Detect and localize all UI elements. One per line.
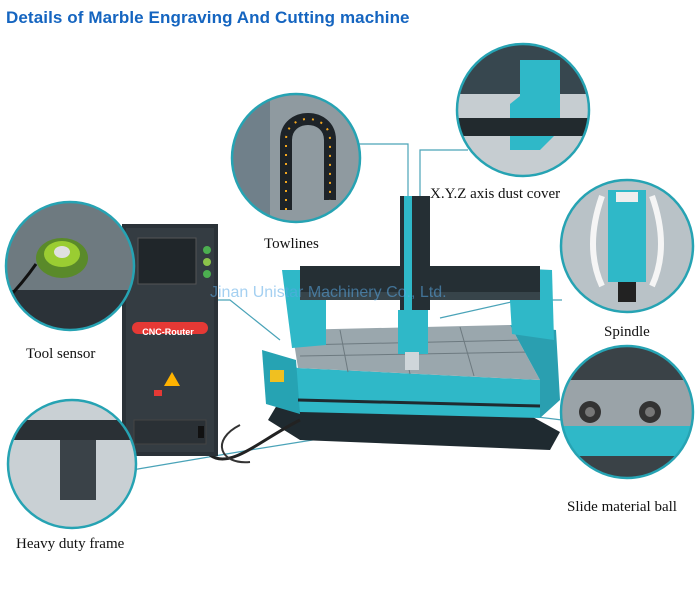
frame-detail bbox=[6, 398, 138, 530]
machine-body bbox=[209, 196, 560, 464]
cabinet-label: CNC-Router bbox=[142, 327, 194, 337]
callout-towlines: Towlines bbox=[264, 236, 319, 252]
spindle-detail bbox=[559, 178, 695, 314]
control-cabinet bbox=[122, 224, 218, 456]
slide-ball-detail bbox=[559, 344, 695, 480]
towlines-detail bbox=[230, 92, 362, 224]
page-title: Details of Marble Engraving And Cutting … bbox=[6, 8, 410, 27]
callout-spindle: Spindle bbox=[604, 324, 650, 340]
dust-cover-detail bbox=[455, 42, 591, 178]
tool-sensor-detail bbox=[4, 200, 136, 332]
callout-slide-ball: Slide material ball bbox=[567, 499, 677, 515]
callout-frame: Heavy duty frame bbox=[16, 536, 125, 552]
watermark: Jinan Unistar Machinery Co., Ltd. bbox=[210, 284, 447, 301]
callout-dust-cover: X.Y.Z axis dust cover bbox=[430, 186, 561, 202]
callout-tool-sensor: Tool sensor bbox=[26, 346, 96, 362]
